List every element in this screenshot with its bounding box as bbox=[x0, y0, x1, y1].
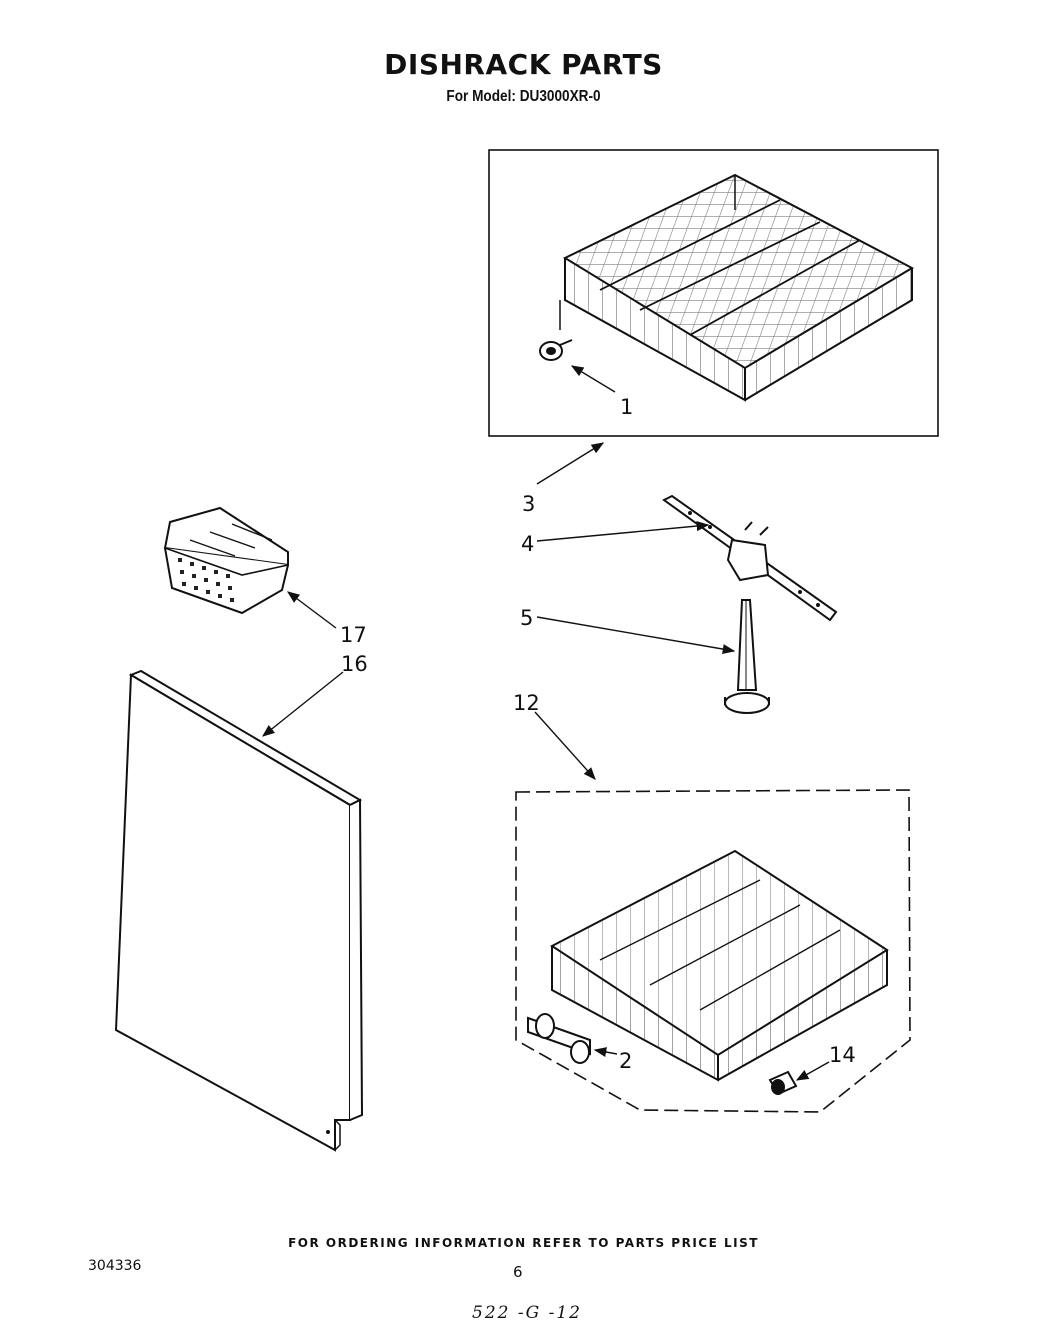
callout-1: 1 bbox=[620, 395, 633, 419]
model-subtitle: For Model: DU3000XR-0 bbox=[446, 88, 601, 105]
upper-rack-frame bbox=[488, 149, 939, 437]
handwritten-note: 522 -G -12 bbox=[472, 1303, 582, 1323]
page-number: 6 bbox=[513, 1263, 523, 1281]
page-title: DISHRACK PARTS bbox=[384, 48, 663, 81]
callout-14: 14 bbox=[829, 1043, 856, 1067]
callout-16: 16 bbox=[341, 652, 368, 676]
leader-5 bbox=[536, 616, 736, 655]
lower-rack-assembly: 2 14 bbox=[515, 789, 911, 1113]
leader-1 bbox=[570, 365, 616, 393]
rack-roller-part-1 bbox=[539, 339, 573, 361]
document-number: 304336 bbox=[88, 1258, 142, 1274]
callout-5: 5 bbox=[520, 606, 533, 630]
ordering-info-note: FOR ORDERING INFORMATION REFER TO PARTS … bbox=[288, 1236, 759, 1250]
leader-2 bbox=[593, 1047, 618, 1057]
rack-roller-part-2 bbox=[527, 1013, 591, 1064]
leader-16 bbox=[262, 671, 344, 737]
leader-14 bbox=[795, 1061, 830, 1081]
upper-rack-assembly: 1 bbox=[488, 149, 939, 437]
upper-rack-basket bbox=[559, 173, 915, 402]
rack-stop-part-14 bbox=[768, 1070, 798, 1096]
leader-4 bbox=[536, 521, 710, 542]
callout-17: 17 bbox=[340, 623, 367, 647]
silverware-basket-part-17 bbox=[163, 506, 289, 615]
door-panel-part-16 bbox=[114, 669, 364, 1152]
callout-12: 12 bbox=[513, 691, 540, 715]
lower-rack-basket bbox=[550, 849, 889, 1082]
lower-rack-frame bbox=[515, 789, 911, 1113]
callout-4: 4 bbox=[521, 532, 534, 556]
callout-3: 3 bbox=[522, 492, 535, 516]
callout-2: 2 bbox=[619, 1049, 632, 1073]
spray-tube-part-5 bbox=[724, 599, 770, 714]
leader-3 bbox=[536, 442, 605, 485]
leader-12 bbox=[534, 711, 596, 780]
leader-17 bbox=[286, 591, 337, 629]
